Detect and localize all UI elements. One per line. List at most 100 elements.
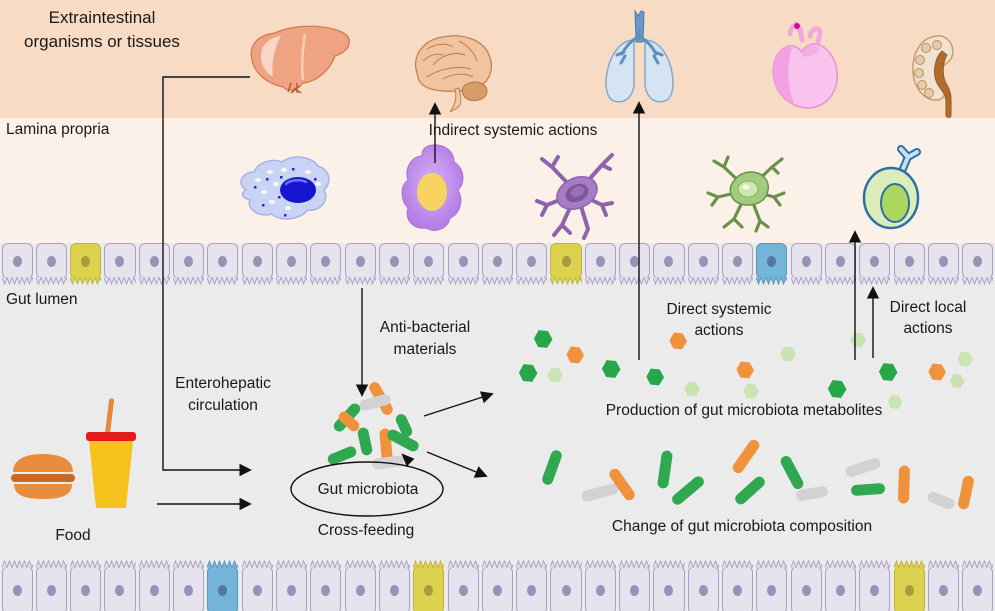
cell-nucleus: [904, 255, 914, 267]
cell-nucleus: [424, 584, 434, 596]
epithelial-cell: [378, 243, 411, 285]
metabolite-hexagon: [518, 364, 538, 382]
epithelial-cell: [310, 560, 342, 611]
bacterium-rod: [844, 456, 882, 478]
cross-feeding-label: Cross-feeding: [317, 522, 415, 539]
epithelial-cell: [173, 560, 205, 611]
cell-nucleus: [184, 584, 194, 596]
cell-nucleus: [81, 584, 91, 596]
epithelial-cell: [378, 560, 411, 611]
metabolite-hexagon: [780, 346, 796, 362]
cell-nucleus: [149, 584, 159, 596]
cell-nucleus: [527, 584, 537, 596]
metabolite-hexagon: [601, 360, 621, 378]
epithelial-cell: [413, 243, 445, 285]
epithelial-cell: [722, 243, 754, 285]
epithelial-cell: [516, 243, 548, 285]
epithelial-cell: [207, 560, 239, 611]
burger-icon: [11, 454, 75, 499]
cell-nucleus: [595, 255, 605, 267]
cell-nucleus: [46, 255, 56, 267]
cell-nucleus: [424, 255, 434, 267]
cell-nucleus: [870, 584, 880, 596]
epithelial-cell: [756, 243, 788, 285]
epithelial-cell: [481, 243, 513, 285]
cell-nucleus: [973, 255, 983, 267]
epithelial-cell: [927, 243, 959, 285]
epithelial-cell: [344, 560, 376, 611]
cell-nucleus: [389, 584, 399, 596]
bacterium-rod: [957, 474, 975, 510]
indirect-systemic-actions-label: Indirect systemic actions: [428, 122, 598, 139]
direct-systemic-actions-label: Direct systemic actions: [666, 301, 772, 339]
bacterium-rod: [669, 473, 707, 507]
cell-nucleus: [355, 584, 365, 596]
epithelial-cell: [1, 243, 33, 285]
direct-local-actions-label: Direct local actions: [889, 299, 967, 337]
epithelial-cell: [1, 560, 33, 611]
epithelial-cell: [893, 243, 925, 285]
drink-cup-icon: [86, 398, 136, 508]
epithelial-cell: [584, 243, 616, 285]
cell-nucleus: [115, 255, 125, 267]
bacterium-rod: [897, 464, 911, 504]
plasma-cell-icon: [401, 144, 464, 231]
epithelial-cell: [584, 560, 616, 611]
epithelial-cell: [138, 243, 170, 285]
epithelial-cell: [35, 243, 67, 285]
epithelial-cell: [35, 560, 67, 611]
enteric-neuron-icon: [706, 155, 786, 233]
cell-nucleus: [12, 584, 22, 596]
cell-nucleus: [733, 584, 743, 596]
dendritic-cell-icon: [535, 153, 614, 240]
epithelial-cell: [173, 243, 205, 285]
cell-nucleus: [12, 255, 22, 267]
bacterium-rod: [580, 481, 620, 503]
epithelial-cell: [207, 243, 239, 285]
cell-nucleus: [492, 255, 502, 267]
epithelial-cell: [824, 243, 857, 285]
epithelial-cell: [824, 560, 857, 611]
metabolite-hexagon: [736, 361, 754, 379]
kidney-icon: [912, 35, 954, 118]
production-metabolites-label: Production of gut microbiota metabolites: [605, 402, 883, 419]
metabolite-hexagon: [949, 373, 965, 389]
epithelial-cell: [241, 560, 273, 611]
epithelial-cell: [653, 560, 685, 611]
cell-nucleus: [630, 255, 640, 267]
epithelial-cell: [481, 560, 513, 611]
brain-icon: [415, 35, 492, 113]
macrophage-icon: [240, 156, 330, 220]
metabolite-hexagon: [566, 346, 584, 364]
gut-microbiota-label: Gut microbiota: [317, 481, 419, 498]
cell-nucleus: [218, 255, 228, 267]
epithelial-cell: [790, 560, 822, 611]
epithelial-cell: [70, 560, 102, 611]
cell-nucleus: [115, 584, 125, 596]
cell-nucleus: [46, 584, 56, 596]
extraintestinal-label: Extraintestinal organisms or tissues: [24, 8, 180, 51]
cell-nucleus: [904, 584, 914, 596]
metabolite-hexagon: [669, 332, 687, 350]
enterohepatic-circulation-label: Enterohepatic circulation: [175, 375, 271, 414]
lungs-icon: [605, 9, 674, 103]
bacterium-rod: [730, 437, 762, 475]
antibacterial-materials-label: Anti-bacterial materials: [379, 319, 471, 358]
cell-nucleus: [81, 255, 91, 267]
cell-nucleus: [698, 255, 708, 267]
cell-nucleus: [287, 255, 297, 267]
epithelial-cell: [241, 243, 273, 285]
epithelial-cell: [516, 560, 548, 611]
cell-nucleus: [801, 255, 811, 267]
epithelial-cell: [70, 243, 102, 285]
cell-nucleus: [252, 255, 262, 267]
cell-nucleus: [973, 584, 983, 596]
epithelial-cell: [550, 560, 582, 611]
cell-nucleus: [458, 255, 468, 267]
metabolite-hexagon: [827, 380, 847, 398]
cell-nucleus: [561, 255, 571, 267]
cell-nucleus: [561, 584, 571, 596]
cell-nucleus: [664, 255, 674, 267]
epithelial-cell: [790, 243, 822, 285]
bacterium-rod: [326, 444, 358, 466]
